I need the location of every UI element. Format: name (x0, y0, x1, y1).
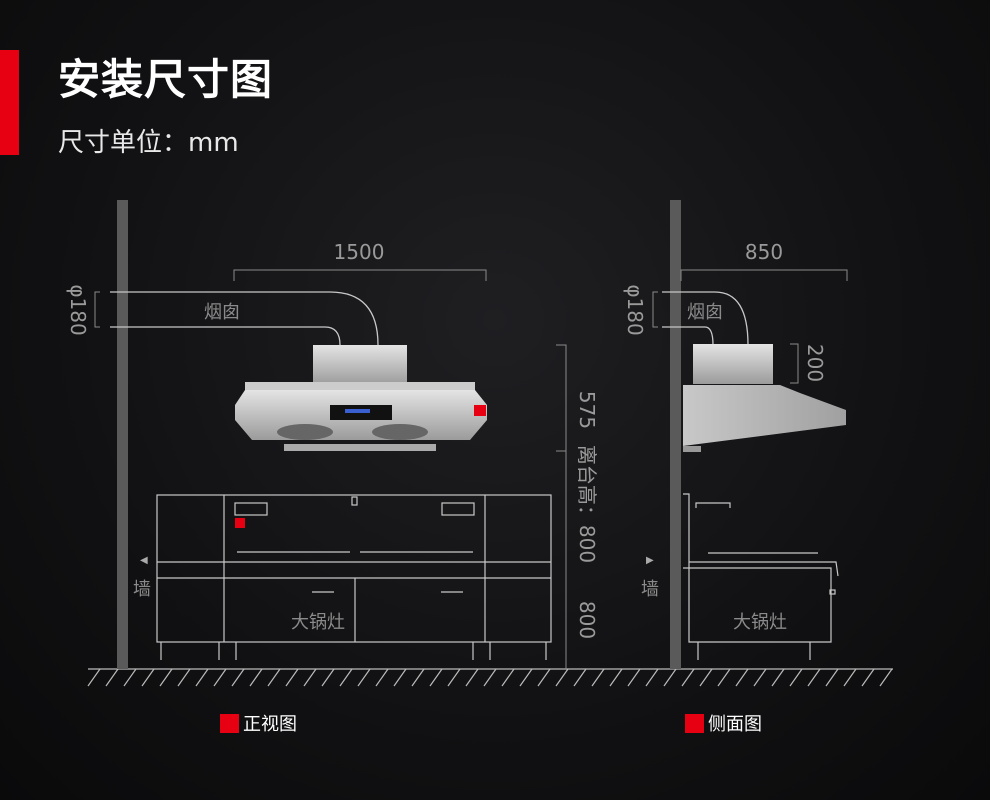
floor-hatch (231, 668, 245, 687)
floor-hatch (267, 668, 281, 687)
floor-hatch (177, 668, 191, 687)
floor-hatch (609, 668, 623, 687)
page-title: 安装尺寸图 (58, 55, 274, 104)
floor-hatch (213, 668, 227, 687)
floor-hatch (483, 668, 497, 687)
side-view-legend: 侧面图 (708, 714, 762, 735)
accent-bar (0, 50, 19, 155)
floor-hatch (159, 668, 173, 687)
floor-hatch (447, 668, 461, 687)
floor (87, 668, 893, 687)
floor-hatch (321, 668, 335, 687)
width-dimension-line (233, 269, 487, 281)
floor-hatch (249, 668, 263, 687)
side-depth-dimension: 850 (745, 240, 783, 264)
floor-hatch (843, 668, 857, 687)
floor-hatch (573, 668, 587, 687)
floor-hatch (393, 668, 407, 687)
floor-hatch (87, 668, 101, 687)
mount-height-dimension: 离台高：800 (575, 445, 599, 563)
floor-hatch (465, 668, 479, 687)
floor-hatch (501, 668, 515, 687)
floor-hatch (627, 668, 641, 687)
floor-hatch (303, 668, 317, 687)
hood-height-dimension: 575 (575, 391, 599, 429)
front-view-legend: 正视图 (243, 714, 297, 735)
stove-side (683, 493, 839, 660)
duct-height-dimension: 200 (803, 344, 827, 382)
stove-height-dimension: 800 (575, 601, 599, 639)
side-wall (670, 200, 681, 669)
floor-hatch (771, 668, 785, 687)
front-chimney-diameter: φ180 (66, 284, 90, 335)
floor-hatch (591, 668, 605, 687)
floor-hatch (753, 668, 767, 687)
side-chimney (662, 291, 749, 346)
side-stove-label: 大锅灶 (733, 612, 787, 633)
unit-subtitle: 尺寸单位：mm (58, 128, 239, 158)
side-chimney-label: 烟囱 (687, 302, 723, 323)
floor-hatch (555, 668, 569, 687)
floor-hatch (699, 668, 713, 687)
floor-hatch (681, 668, 695, 687)
floor-hatch (519, 668, 533, 687)
floor-hatch (123, 668, 137, 687)
legend-swatch (220, 714, 239, 733)
front-view: 1500 φ180 烟囱 575 离台高：800 800 (66, 200, 599, 735)
floor-hatch (735, 668, 749, 687)
arrow-right-icon: ▶ (646, 555, 654, 566)
side-view: 850 φ180 烟囱 200 大锅灶 ▶ 墙 侧面图 (623, 200, 848, 735)
floor-hatch (141, 668, 155, 687)
floor-hatch (717, 668, 731, 687)
front-chimney-label: 烟囱 (204, 302, 240, 323)
floor-hatch (807, 668, 821, 687)
front-chimney (110, 291, 379, 346)
range-hood-front (235, 345, 487, 451)
floor-hatch (537, 668, 551, 687)
front-stove-label: 大锅灶 (291, 612, 345, 633)
legend-swatch (685, 714, 704, 733)
side-chimney-diameter: φ180 (623, 284, 647, 335)
floor-hatch (825, 668, 839, 687)
arrow-left-icon: ◀ (140, 555, 148, 566)
front-width-dimension: 1500 (334, 240, 385, 264)
floor-hatch (285, 668, 299, 687)
floor-hatch (357, 668, 371, 687)
floor-hatch (195, 668, 209, 687)
floor-hatch (105, 668, 119, 687)
stove-front (156, 494, 552, 660)
floor-hatch (861, 668, 875, 687)
floor-hatch (645, 668, 659, 687)
side-wall-label: 墙 (641, 579, 659, 600)
floor-hatch (429, 668, 443, 687)
floor-hatch (789, 668, 803, 687)
floor-hatch (375, 668, 389, 687)
front-wall (117, 200, 128, 669)
floor-hatch (879, 668, 893, 687)
range-hood-side (683, 344, 846, 452)
floor-hatch (411, 668, 425, 687)
front-wall-label: 墙 (133, 579, 151, 600)
floor-hatch (339, 668, 353, 687)
floor-hatch (663, 668, 677, 687)
